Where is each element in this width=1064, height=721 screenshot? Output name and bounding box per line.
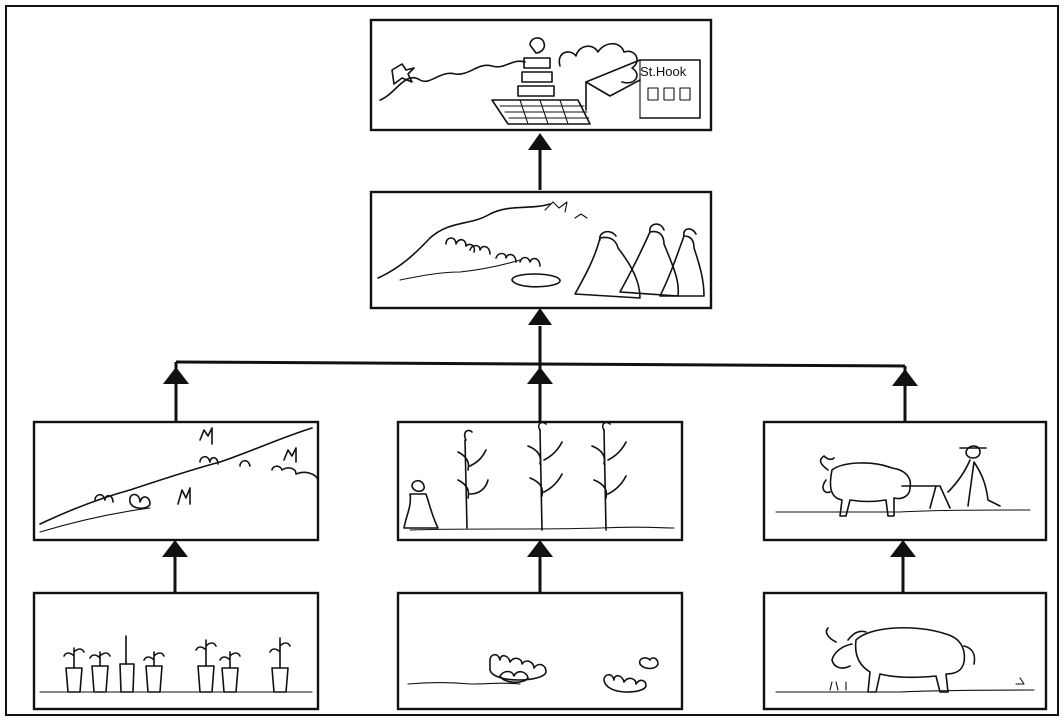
arrow-head-school: [528, 133, 552, 150]
panel-ox-plough-farmer: [762, 420, 1048, 542]
arrow-head-group: [528, 308, 552, 325]
panel-tall-maize-plants: [396, 420, 684, 542]
outer-border: [5, 5, 1059, 716]
branch-bar: [175, 360, 906, 368]
arrow-head-right: [892, 369, 918, 386]
school-sign-text: St.Hook: [640, 64, 687, 79]
arrow-head-br: [890, 540, 916, 557]
arrow-head-bl: [162, 540, 188, 557]
arrow-head-center: [527, 367, 553, 384]
panel-single-ox: [762, 591, 1048, 711]
panel-school-bridge: St.Hook: [369, 18, 713, 132]
panel-potted-seedlings: [32, 591, 320, 711]
panel-group-on-hillside: [369, 190, 713, 310]
arrow-head-bc: [527, 540, 553, 557]
connectors: [162, 133, 918, 593]
panel-low-ground-crops: [396, 591, 684, 711]
panel-planted-hillside: [32, 420, 320, 542]
arrow-head-left: [163, 367, 189, 384]
